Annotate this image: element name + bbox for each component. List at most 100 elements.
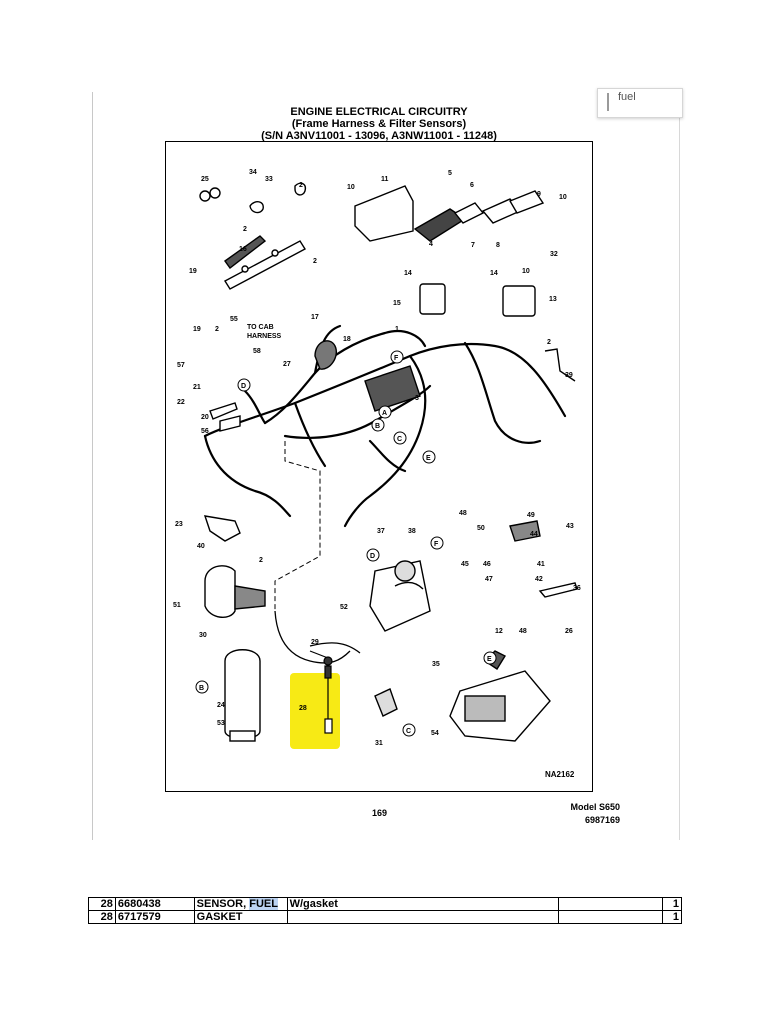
svg-text:45: 45 (461, 561, 469, 568)
part-callouts: 25 34 33 2 2 16 2 19 10 11 5 6 9 10 4 7 … (173, 169, 581, 747)
connector-callouts (195, 350, 497, 737)
svg-text:18: 18 (343, 336, 351, 343)
svg-text:44: 44 (530, 531, 538, 538)
wiring-diagram: 25 34 33 2 2 16 2 19 10 11 5 6 9 10 4 7 … (165, 141, 593, 792)
model-info: Model S650 6987169 (560, 801, 620, 827)
search-match: FUEL (249, 898, 278, 910)
svg-text:10: 10 (522, 268, 530, 275)
quantity-cell: 1 (662, 910, 682, 924)
svg-text:13: 13 (549, 296, 557, 303)
svg-text:51: 51 (173, 602, 181, 609)
svg-text:15: 15 (393, 300, 401, 307)
svg-text:12: 12 (495, 628, 503, 635)
svg-text:2: 2 (259, 557, 263, 564)
svg-text:2: 2 (299, 182, 303, 189)
svg-text:D: D (370, 553, 375, 560)
svg-text:10: 10 (347, 184, 355, 191)
ref-cell: 28 (88, 910, 116, 924)
svg-text:34: 34 (249, 169, 257, 176)
description-cell: SENSOR, FUEL (193, 897, 288, 911)
components (199, 182, 578, 742)
svg-text:52: 52 (340, 604, 348, 611)
parts-table: 28 6680438 SENSOR, FUEL W/gasket 1 28 67… (88, 897, 682, 924)
svg-text:41: 41 (537, 561, 545, 568)
svg-text:14: 14 (404, 270, 412, 277)
svg-text:48: 48 (519, 628, 527, 635)
table-row[interactable]: 28 6717579 GASKET 1 (88, 910, 682, 924)
svg-text:19: 19 (193, 326, 201, 333)
text-cursor (607, 93, 609, 111)
svg-text:40: 40 (197, 543, 205, 550)
svg-text:5: 5 (448, 170, 452, 177)
description-text: SENSOR, (196, 898, 250, 910)
svg-text:37: 37 (377, 528, 385, 535)
svg-text:28: 28 (299, 705, 307, 712)
svg-text:10: 10 (559, 194, 567, 201)
table-row[interactable]: 28 6680438 SENSOR, FUEL W/gasket 1 (88, 897, 682, 911)
model-name: Model S650 (570, 802, 620, 812)
svg-text:49: 49 (527, 512, 535, 519)
svg-text:22: 22 (177, 399, 185, 406)
svg-text:3: 3 (415, 395, 419, 402)
svg-text:43: 43 (566, 523, 574, 530)
svg-text:58: 58 (253, 348, 261, 355)
svg-text:25: 25 (201, 176, 209, 183)
svg-text:B: B (199, 685, 204, 692)
svg-text:21: 21 (193, 384, 201, 391)
svg-text:23: 23 (175, 521, 183, 528)
svg-text:39: 39 (565, 372, 573, 379)
connector-letters: D F A B C E F B E D C (199, 355, 492, 735)
harness-wires (203, 324, 567, 528)
svg-text:27: 27 (283, 361, 291, 368)
quantity-cell: 1 (662, 897, 682, 911)
svg-text:C: C (397, 436, 402, 443)
svg-text:31: 31 (375, 740, 383, 747)
svg-text:32: 32 (550, 251, 558, 258)
svg-text:54: 54 (431, 730, 439, 737)
to-cab-label-1: TO CAB (247, 324, 274, 331)
svg-text:E: E (426, 455, 431, 462)
svg-text:F: F (394, 355, 399, 362)
doc-code: 6987169 (584, 815, 620, 825)
svg-text:C: C (406, 728, 411, 735)
fuel-sensor-drawing (309, 650, 333, 734)
part-number-cell: 6680438 (114, 897, 195, 911)
svg-text:B: B (375, 423, 380, 430)
svg-text:14: 14 (490, 270, 498, 277)
description-cell: GASKET (193, 910, 288, 924)
page-number: 169 (372, 808, 388, 818)
svg-text:6: 6 (470, 182, 474, 189)
svg-text:57: 57 (177, 362, 185, 369)
svg-text:36: 36 (573, 585, 581, 592)
svg-text:D: D (241, 383, 246, 390)
svg-text:55: 55 (230, 316, 238, 323)
svg-text:46: 46 (483, 561, 491, 568)
empty-cell (557, 897, 664, 911)
svg-text:50: 50 (477, 525, 485, 532)
page-right-edge (679, 110, 680, 840)
part-number-cell: 6717579 (114, 910, 195, 924)
title-line-3: (S/N A3NV11001 - 13096, A3NW11001 - 1124… (261, 130, 497, 142)
svg-text:29: 29 (311, 639, 319, 646)
svg-text:9: 9 (537, 191, 541, 198)
svg-text:30: 30 (199, 632, 207, 639)
svg-text:2: 2 (215, 326, 219, 333)
title-line-2: (Frame Harness & Filter Sensors) (291, 118, 467, 130)
find-popup[interactable]: fuel (597, 88, 683, 118)
svg-text:20: 20 (201, 414, 209, 421)
svg-text:38: 38 (408, 528, 416, 535)
note-cell: W/gasket (286, 897, 559, 911)
svg-text:35: 35 (432, 661, 440, 668)
diagram-title: ENGINE ELECTRICAL CIRCUITRY (Frame Harne… (165, 106, 593, 142)
thin-leads (274, 610, 361, 664)
svg-text:F: F (434, 541, 439, 548)
svg-text:47: 47 (485, 576, 493, 583)
dashed-routes (274, 441, 321, 611)
find-query: fuel (618, 91, 636, 103)
svg-text:A: A (382, 410, 387, 417)
part-28-highlight (290, 673, 340, 749)
to-cab-label-2: HARNESS (247, 333, 282, 340)
svg-text:19: 19 (189, 268, 197, 275)
svg-text:16: 16 (239, 246, 247, 253)
svg-text:17: 17 (311, 314, 319, 321)
